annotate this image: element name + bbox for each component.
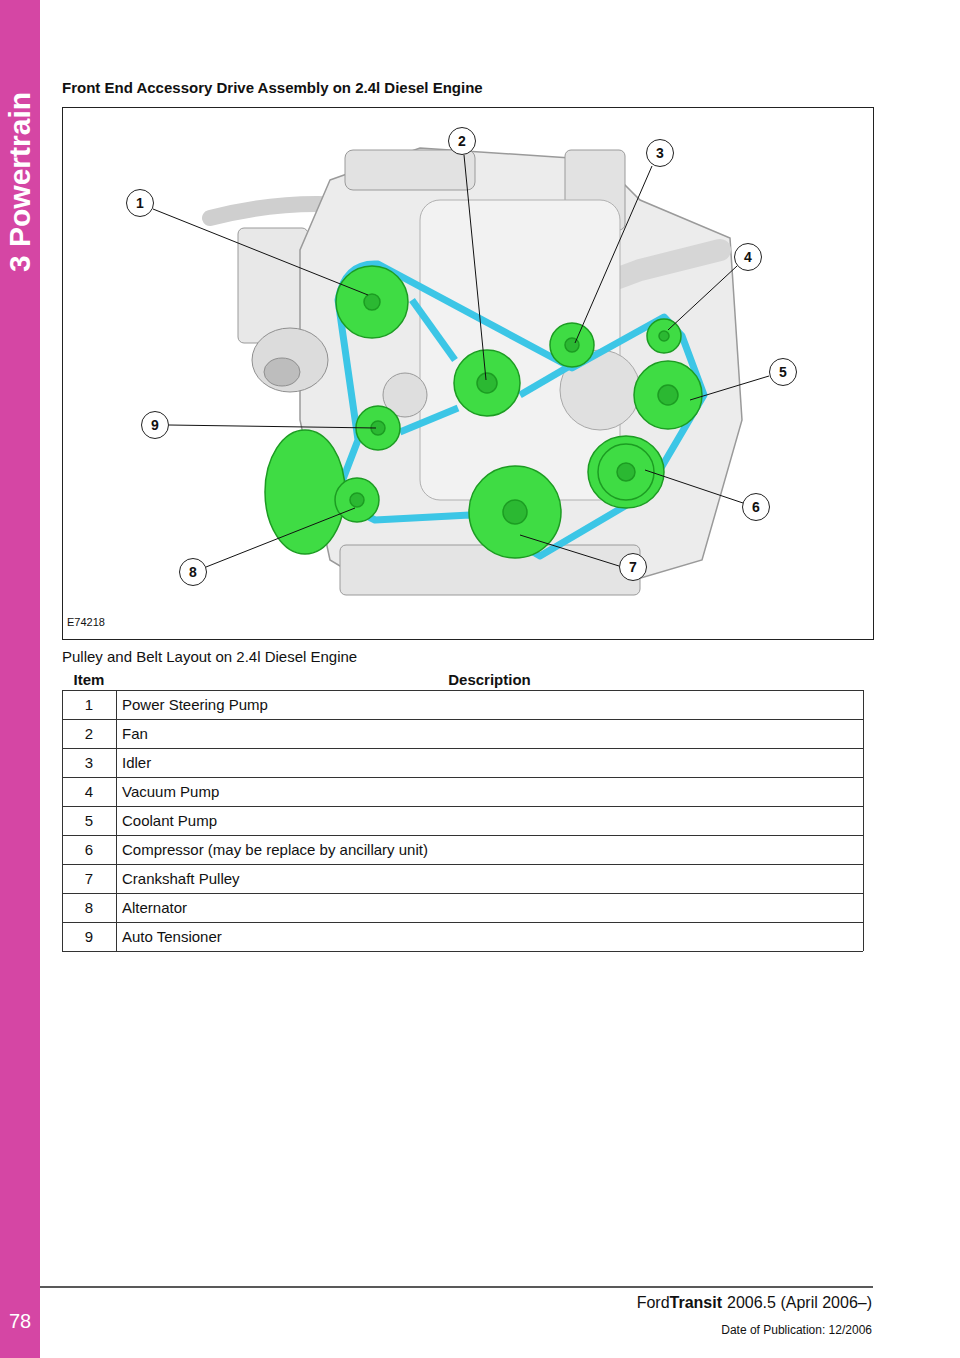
table-description: Auto Tensioner — [122, 922, 222, 951]
callout-circle: 9 — [141, 411, 169, 439]
callout-circle: 3 — [646, 139, 674, 167]
table-item-number: 9 — [62, 922, 116, 951]
table-header: Description — [116, 671, 863, 688]
table-item-number: 8 — [62, 893, 116, 922]
table-description: Power Steering Pump — [122, 690, 268, 719]
callout-circle: 2 — [448, 127, 476, 155]
model-name: Transit — [670, 1294, 722, 1311]
figure-title: Front End Accessory Drive Assembly on 2.… — [62, 79, 483, 96]
table-description: Coolant Pump — [122, 806, 217, 835]
table-description: Compressor (may be replace by ancillary … — [122, 835, 428, 864]
table-description: Vacuum Pump — [122, 777, 219, 806]
figure-code: E74218 — [67, 616, 105, 628]
pulleys — [265, 266, 702, 558]
table-item-number: 7 — [62, 864, 116, 893]
table-description: Crankshaft Pulley — [122, 864, 240, 893]
table-item-number: 5 — [62, 806, 116, 835]
table-item-number: 6 — [62, 835, 116, 864]
model-year: 2006.5 (April 2006–) — [727, 1294, 872, 1311]
callout-circle: 4 — [734, 243, 762, 271]
callout-circle: 7 — [619, 553, 647, 581]
engine-illustration — [210, 148, 742, 595]
table-description: Idler — [122, 748, 151, 777]
callout-number: 5 — [779, 364, 787, 380]
callout-circle: 1 — [126, 189, 154, 217]
table-item-number: 3 — [62, 748, 116, 777]
brand: Ford — [637, 1294, 670, 1311]
callout-number: 8 — [189, 564, 197, 580]
callout-number: 1 — [136, 195, 144, 211]
side-bar — [0, 0, 40, 1358]
callout-circle: 6 — [742, 493, 770, 521]
callout-number: 2 — [458, 133, 466, 149]
callout-number: 3 — [656, 145, 664, 161]
figure-frame — [63, 108, 874, 640]
callout-number: 4 — [744, 249, 752, 265]
publication-date: Date of Publication: 12/2006 — [721, 1323, 872, 1337]
callout-number: 6 — [752, 499, 760, 515]
table-description: Fan — [122, 719, 148, 748]
callout-circle: 8 — [179, 558, 207, 586]
leader-lines — [153, 155, 769, 567]
table-item-number: 2 — [62, 719, 116, 748]
table-grid — [62, 690, 864, 952]
table-item-number: 1 — [62, 690, 116, 719]
footer-rule — [40, 1286, 873, 1288]
callout-circle: 5 — [769, 358, 797, 386]
footer-line: FordTransit 2006.5 (April 2006–) — [637, 1294, 872, 1312]
page-number: 78 — [0, 1310, 40, 1333]
section-tab: 3 Powertrain — [0, 6, 40, 278]
drive-belt — [335, 264, 704, 556]
callout-number: 7 — [629, 559, 637, 575]
callout-number: 9 — [151, 417, 159, 433]
table-description: Alternator — [122, 893, 187, 922]
table-item-number: 4 — [62, 777, 116, 806]
table-header: Item — [62, 671, 116, 688]
figure-caption: Pulley and Belt Layout on 2.4l Diesel En… — [62, 648, 357, 665]
